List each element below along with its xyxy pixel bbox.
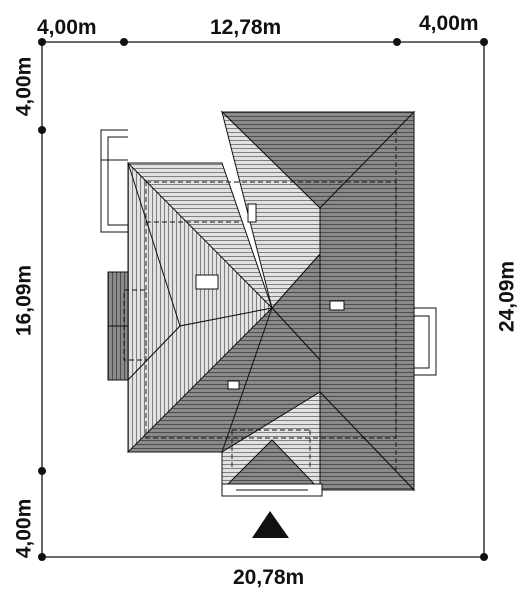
- dim-left-top-setback: 4,00m: [12, 56, 36, 117]
- dim-top-width: 12,78m: [210, 16, 282, 39]
- boundary-markers: [38, 38, 488, 561]
- wall-outline-dashed: [123, 130, 397, 470]
- entrance-triangle-icon: [252, 511, 289, 538]
- roof-windows: [195, 203, 345, 390]
- balcony-outline-right: [413, 307, 437, 376]
- dim-right-total: 24,09m: [495, 260, 519, 333]
- dim-top-right-setback: 4,00m: [419, 12, 479, 35]
- dim-left-depth: 16,09m: [12, 264, 36, 337]
- dim-left-bottom-setback: 4,00m: [12, 498, 36, 559]
- dim-top-left-setback: 4,00m: [37, 16, 97, 39]
- roof-main: [220, 110, 416, 492]
- entrance-canopy: [221, 483, 323, 497]
- terrace-outline-left: [100, 129, 128, 233]
- dim-bottom-total: 20,78m: [233, 566, 305, 589]
